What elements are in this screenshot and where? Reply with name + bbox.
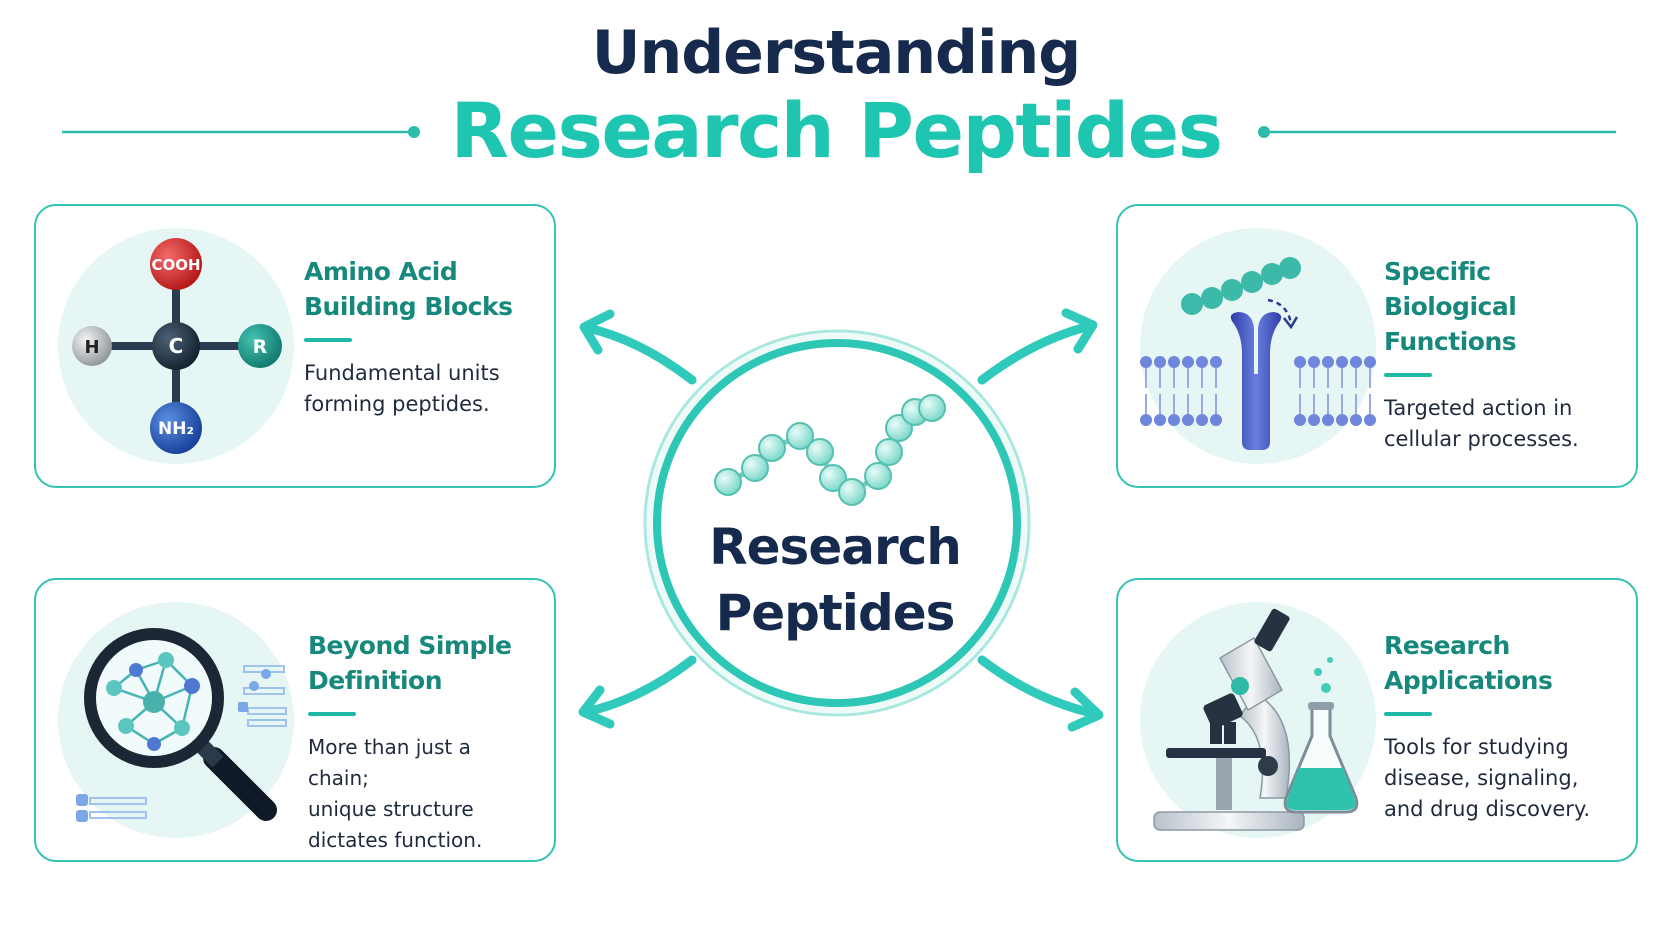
card-description-line: Tools for studying (1384, 735, 1569, 759)
title-divider-left (62, 126, 420, 138)
card-text: Research Applications Tools for studying… (1384, 628, 1614, 825)
card-description-line: cellular processes. (1384, 427, 1579, 451)
card-biological-functions: Specific Biological Functions Targeted a… (1116, 204, 1638, 488)
card-heading-line: Research (1384, 631, 1510, 660)
card-description-line: and drug discovery. (1384, 797, 1591, 821)
arrow-top-left (583, 323, 697, 385)
center-label: Research Peptides (640, 514, 1030, 646)
card-description-line: disease, signaling, (1384, 766, 1579, 790)
card-research-applications: Research Applications Tools for studying… (1116, 578, 1638, 862)
card-text: Beyond Simple Definition More than just … (308, 628, 538, 856)
card-divider (1384, 373, 1432, 377)
page-title: Understanding (591, 18, 1081, 88)
peptide-chain-icon (714, 394, 946, 506)
card-divider (308, 712, 356, 716)
card-description: Fundamental units forming peptides. (304, 358, 534, 420)
card-heading-line: Definition (308, 666, 443, 695)
card-divider (1384, 712, 1432, 716)
center-label-line1: Research (709, 518, 962, 576)
card-heading: Beyond Simple Definition (308, 628, 538, 698)
card-heading-line: Applications (1384, 666, 1553, 695)
card-heading-line: Biological Functions (1384, 292, 1517, 356)
center-node (643, 329, 1031, 717)
card-description-line: unique structure (308, 797, 474, 821)
card-description: Tools for studying disease, signaling, a… (1384, 732, 1614, 825)
svg-text:H: H (84, 337, 99, 358)
card-heading-line: Building Blocks (304, 292, 513, 321)
card-description-line: Targeted action in (1384, 396, 1573, 420)
arrow-bottom-right (977, 655, 1101, 719)
magnifying-glass-network-icon (58, 602, 294, 838)
receptor-membrane-icon (1140, 228, 1376, 464)
card-heading: Research Applications (1384, 628, 1614, 698)
svg-text:NH₂: NH₂ (158, 419, 194, 439)
title-divider-right (1258, 126, 1616, 138)
card-heading-line: Amino Acid (304, 257, 458, 286)
svg-text:R: R (253, 336, 268, 358)
card-divider (304, 338, 352, 342)
svg-text:C: C (169, 334, 184, 358)
card-text: Specific Biological Functions Targeted a… (1384, 254, 1614, 455)
card-description: More than just a chain; unique structure… (308, 732, 538, 856)
card-heading-line: Specific (1384, 257, 1491, 286)
amino-acid-molecule-icon: COOH H C R NH₂ (58, 228, 294, 464)
card-heading-line: Beyond Simple (308, 631, 512, 660)
center-label-line2: Peptides (715, 584, 956, 642)
card-amino-acid: COOH H C R NH₂ Amino Acid Building Block… (34, 204, 556, 488)
arrow-top-right (977, 321, 1095, 385)
card-description-line: forming peptides. (304, 392, 490, 416)
card-description-line: dictates function. (308, 828, 483, 852)
card-heading: Amino Acid Building Blocks (304, 254, 534, 324)
card-beyond-definition: Beyond Simple Definition More than just … (34, 578, 556, 862)
card-heading: Specific Biological Functions (1384, 254, 1614, 359)
card-text: Amino Acid Building Blocks Fundamental u… (304, 254, 534, 420)
microscope-flask-icon (1140, 602, 1376, 838)
card-description: Targeted action in cellular processes. (1384, 393, 1614, 455)
svg-text:COOH: COOH (151, 256, 200, 274)
page-subtitle: Research Peptides (450, 86, 1223, 175)
arrow-bottom-left (581, 655, 697, 717)
card-description-line: Fundamental units (304, 361, 500, 385)
card-description-line: More than just a chain; (308, 735, 471, 790)
